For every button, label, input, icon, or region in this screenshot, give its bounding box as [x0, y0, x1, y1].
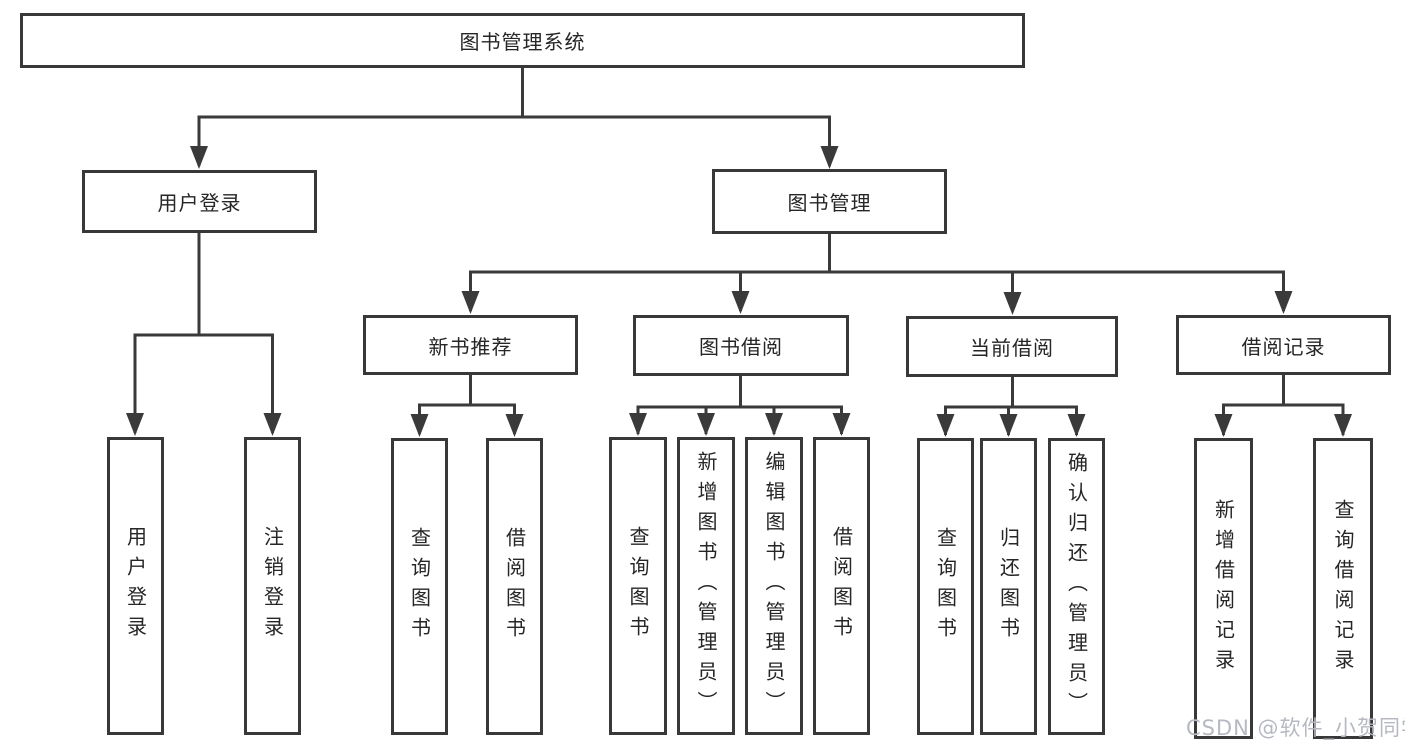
leaf-query-books-current: 查询图书	[917, 438, 974, 735]
leaf-logout: 注销登录	[244, 437, 301, 735]
leaf-query-books-recommend: 查询图书	[391, 438, 448, 735]
csdn-watermark: CSDN @软件_小贺同学	[1186, 716, 1405, 740]
leaf-query-books-borrow: 查询图书	[609, 437, 667, 735]
node-root-system: 图书管理系统	[20, 13, 1025, 68]
leaf-borrow-books-recommend: 借阅图书	[486, 438, 543, 735]
leaf-confirm-return-admin: 确认归还（管理员）	[1048, 438, 1105, 735]
leaf-add-borrow-record: 新增借阅记录	[1194, 438, 1253, 739]
leaf-edit-books-admin: 编辑图书（管理员）	[745, 437, 803, 735]
leaf-query-borrow-record: 查询借阅记录	[1313, 438, 1373, 739]
node-book-borrow: 图书借阅	[633, 315, 849, 376]
node-current-borrow: 当前借阅	[906, 316, 1118, 377]
node-book-management-branch: 图书管理	[712, 169, 947, 234]
leaf-user-login: 用户登录	[107, 437, 164, 735]
leaf-add-books-admin: 新增图书（管理员）	[677, 437, 735, 735]
leaf-return-books: 归还图书	[980, 438, 1037, 735]
node-borrow-records: 借阅记录	[1176, 315, 1391, 375]
node-new-book-recommend: 新书推荐	[363, 315, 578, 375]
leaf-borrow-books: 借阅图书	[813, 437, 870, 735]
node-user-login-branch: 用户登录	[82, 170, 317, 233]
